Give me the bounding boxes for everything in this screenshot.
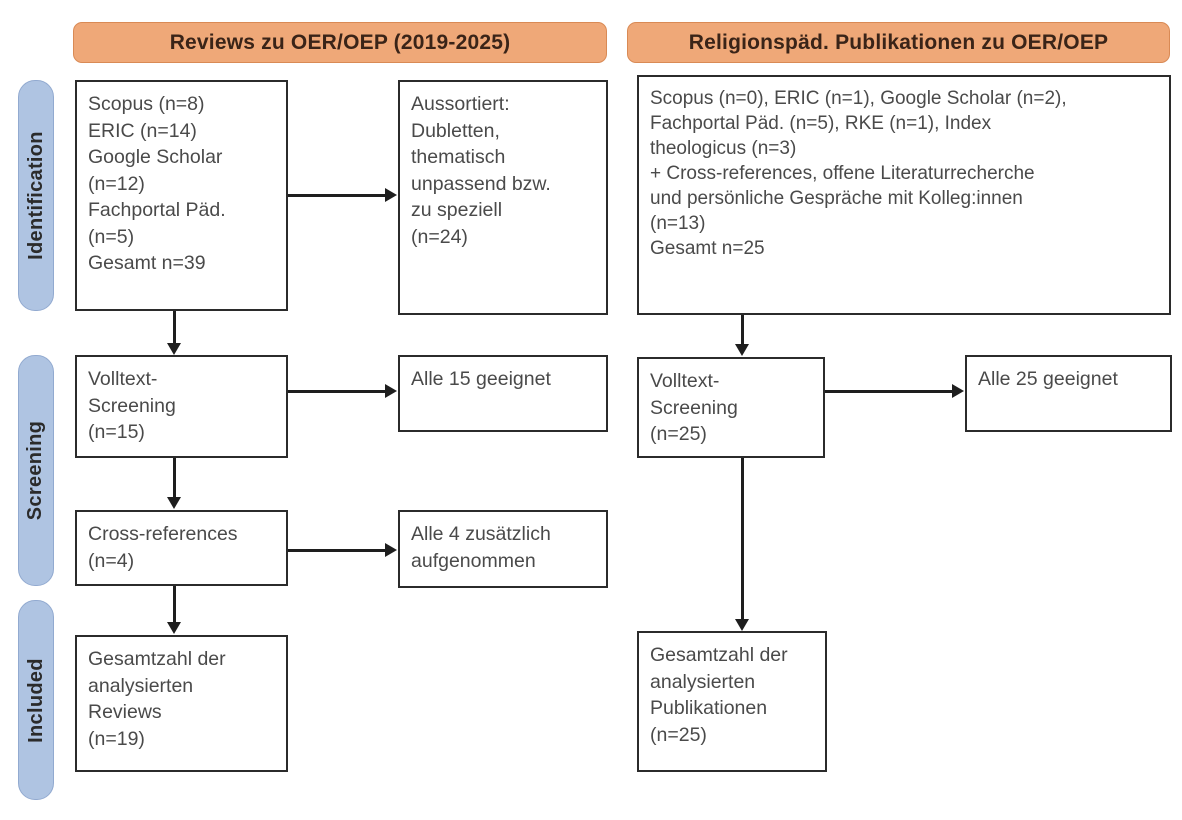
- arrowhead-right-screening-to-included: [735, 619, 749, 631]
- arrowhead-left-crossref-to-included: [167, 622, 181, 634]
- box-right-fulltext-result: Alle 25 geeignet: [965, 355, 1172, 432]
- box-right-identification: Scopus (n=0), ERIC (n=1), Google Scholar…: [637, 75, 1171, 315]
- connector-left-crossref-to-included: [173, 586, 176, 623]
- arrowhead-left-ident-to-screening: [167, 343, 181, 355]
- arrowhead-right-screening-to-result: [952, 384, 964, 398]
- box-right-fulltext-screening: Volltext- Screening (n=25): [637, 357, 825, 458]
- connector-left-screening-to-result: [288, 390, 386, 393]
- arrowhead-left-ident-to-excluded: [385, 188, 397, 202]
- arrowhead-left-screening-to-crossref: [167, 497, 181, 509]
- connector-right-ident-to-screening: [741, 315, 744, 345]
- connector-left-ident-to-excluded: [288, 194, 386, 197]
- arrowhead-left-crossref-to-result: [385, 543, 397, 557]
- box-left-included: Gesamtzahl der analysierten Reviews (n=1…: [75, 635, 288, 772]
- box-left-identification: Scopus (n=8) ERIC (n=14) Google Scholar …: [75, 80, 288, 311]
- stage-label-identification: Identification: [18, 80, 54, 311]
- box-left-fulltext-screening: Volltext- Screening (n=15): [75, 355, 288, 458]
- stage-label-included: Included: [18, 600, 54, 800]
- box-right-included: Gesamtzahl der analysierten Publikatione…: [637, 631, 827, 772]
- stage-label-identification-text: Identification: [24, 131, 47, 260]
- stage-label-screening-text: Screening: [24, 420, 47, 521]
- connector-left-crossref-to-result: [288, 549, 386, 552]
- arrowhead-left-screening-to-result: [385, 384, 397, 398]
- column-header-left: Reviews zu OER/OEP (2019-2025): [73, 22, 607, 63]
- connector-left-screening-to-crossref: [173, 458, 176, 498]
- box-left-fulltext-result: Alle 15 geeignet: [398, 355, 608, 432]
- arrowhead-right-ident-to-screening: [735, 344, 749, 356]
- box-left-cross-references-result: Alle 4 zusätzlich aufgenommen: [398, 510, 608, 588]
- column-header-right: Religionspäd. Publikationen zu OER/OEP: [627, 22, 1170, 63]
- connector-left-ident-to-screening: [173, 311, 176, 344]
- stage-label-included-text: Included: [24, 657, 47, 743]
- box-left-cross-references: Cross-references (n=4): [75, 510, 288, 586]
- connector-right-screening-to-result: [825, 390, 953, 393]
- box-left-excluded: Aussortiert: Dubletten, thematisch unpas…: [398, 80, 608, 315]
- stage-label-screening: Screening: [18, 355, 54, 586]
- connector-right-screening-to-included: [741, 458, 744, 620]
